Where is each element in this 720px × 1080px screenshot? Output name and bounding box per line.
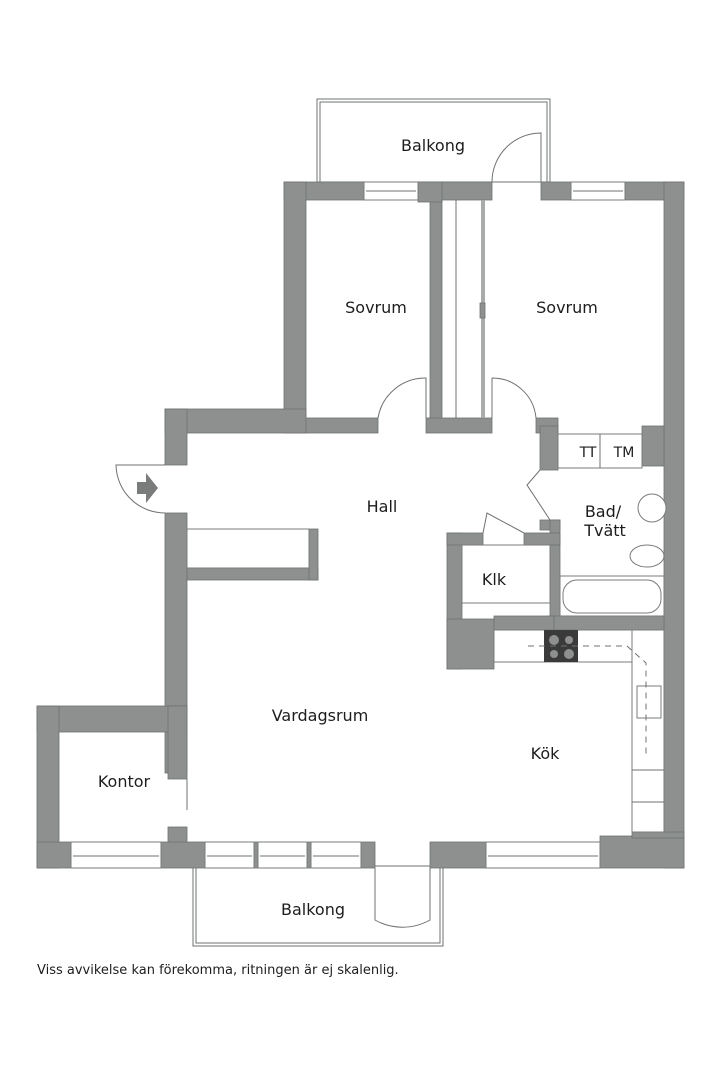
label-sovrum-right: Sovrum [536,298,598,317]
label-sovrum-left: Sovrum [345,298,407,317]
label-vardagsrum: Vardagsrum [272,706,369,725]
disclaimer-text: Viss avvikelse kan förekomma, ritningen … [37,963,399,978]
walls [36,181,685,869]
label-bad: Bad/ [585,502,622,521]
label-kontor: Kontor [98,772,151,791]
label-tt: TT [579,445,597,461]
bathroom-fixtures [557,433,667,617]
doors [115,132,551,928]
label-klk: Klk [482,570,507,589]
label-hall: Hall [367,497,398,516]
label-tm: TM [613,445,635,461]
room-labels: Balkong Sovrum Sovrum Hall TT TM Bad/ Tv… [98,136,634,919]
label-tvatt: Tvätt [583,521,626,540]
kitchen-fixtures [493,629,665,833]
entrance-arrow-icon [137,473,158,503]
label-balkong-bottom: Balkong [281,900,345,919]
label-kok: Kök [531,744,560,763]
windows [70,181,626,869]
label-balkong-top: Balkong [401,136,465,155]
